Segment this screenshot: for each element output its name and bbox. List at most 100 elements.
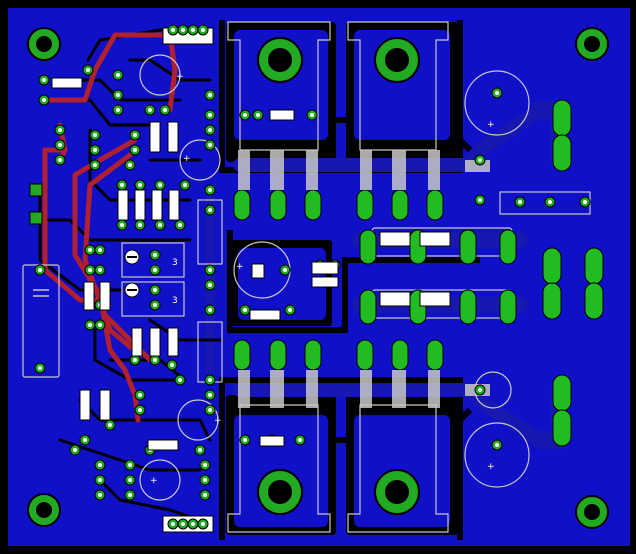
pad-hole [181, 522, 185, 526]
pad-hole [163, 108, 167, 112]
pad-hole [208, 93, 212, 97]
pad-hole [73, 448, 77, 452]
pad-hole [208, 283, 212, 287]
pad-hole [153, 288, 157, 292]
pad-hole [283, 268, 287, 272]
pad-hole [243, 113, 247, 117]
pad-hole [38, 366, 42, 370]
pad-hole [183, 183, 187, 187]
pad-hole [583, 200, 587, 204]
pad-hole [208, 378, 212, 382]
cap-symbol [33, 289, 49, 297]
pad-hole [88, 248, 92, 252]
pad-hole [93, 163, 97, 167]
pad-hole [128, 493, 132, 497]
pad-hole [153, 253, 157, 257]
pad-hole [38, 268, 42, 272]
pad-hole [178, 223, 182, 227]
pad-hole [98, 268, 102, 272]
pad-hole [203, 463, 207, 467]
pad-hole [116, 108, 120, 112]
pad-hole [208, 208, 212, 212]
pad-hole [478, 158, 482, 162]
pad-hole [133, 133, 137, 137]
to220-leads [238, 150, 490, 408]
square-pad [29, 183, 43, 197]
pad-hole [128, 163, 132, 167]
pad-hole [153, 358, 157, 362]
pad-hole [495, 91, 499, 95]
pad-hole [58, 158, 62, 162]
pad-hole [128, 463, 132, 467]
pad-hole [158, 223, 162, 227]
pad-hole [298, 438, 302, 442]
pad-hole [58, 128, 62, 132]
pad-hole [148, 108, 152, 112]
pad-hole [548, 200, 552, 204]
pad-hole [153, 303, 157, 307]
pad-hole [98, 478, 102, 482]
pad-hole [288, 308, 292, 312]
pad-hole [201, 28, 205, 32]
small-components [51, 77, 451, 451]
pad-hole [133, 358, 137, 362]
pad-hole [116, 73, 120, 77]
pad-hole [208, 128, 212, 132]
pad-hole [478, 388, 482, 392]
pad-hole [153, 268, 157, 272]
pad-hole [203, 493, 207, 497]
pad-hole [138, 223, 142, 227]
pad-hole [120, 223, 124, 227]
pad-hole [208, 113, 212, 117]
pad-hole [171, 28, 175, 32]
pad-hole [98, 493, 102, 497]
pad-hole [208, 393, 212, 397]
pad-hole [518, 200, 522, 204]
pad-hole [201, 522, 205, 526]
pad-hole [208, 308, 212, 312]
trimmer-pots [124, 249, 140, 298]
pad-hole [83, 438, 87, 442]
mounting-holes [27, 27, 609, 529]
pad-hole [58, 143, 62, 147]
pad-hole [191, 28, 195, 32]
pad-hole [93, 148, 97, 152]
pad-hole [128, 478, 132, 482]
pad-hole [116, 93, 120, 97]
pad-hole [310, 113, 314, 117]
pad-hole [138, 393, 142, 397]
pad-hole [170, 363, 174, 367]
pad-hole [42, 78, 46, 82]
pad-hole [86, 68, 90, 72]
pad-hole [208, 408, 212, 412]
pad-hole [208, 143, 212, 147]
pad-hole [243, 438, 247, 442]
pad-hole [138, 408, 142, 412]
pad-hole [208, 268, 212, 272]
pad-hole [93, 133, 97, 137]
pad-hole [98, 463, 102, 467]
pad-hole [243, 308, 247, 312]
pad-hole [133, 148, 137, 152]
pad-hole [120, 183, 124, 187]
pad-hole [198, 448, 202, 452]
pad-hole [98, 248, 102, 252]
pad-hole [478, 198, 482, 202]
pad-hole [256, 113, 260, 117]
pad-hole [158, 183, 162, 187]
pad-hole [42, 98, 46, 102]
pad-hole [88, 323, 92, 327]
pad-hole [138, 183, 142, 187]
pad-hole [203, 478, 207, 482]
square-pad [29, 211, 43, 225]
pad-hole [191, 522, 195, 526]
pad-hole [181, 28, 185, 32]
pad-hole [178, 378, 182, 382]
pad-hole [98, 323, 102, 327]
pad-hole [171, 522, 175, 526]
pad-hole [495, 443, 499, 447]
pad-hole [88, 268, 92, 272]
pad-hole [108, 423, 112, 427]
pad-hole [208, 188, 212, 192]
